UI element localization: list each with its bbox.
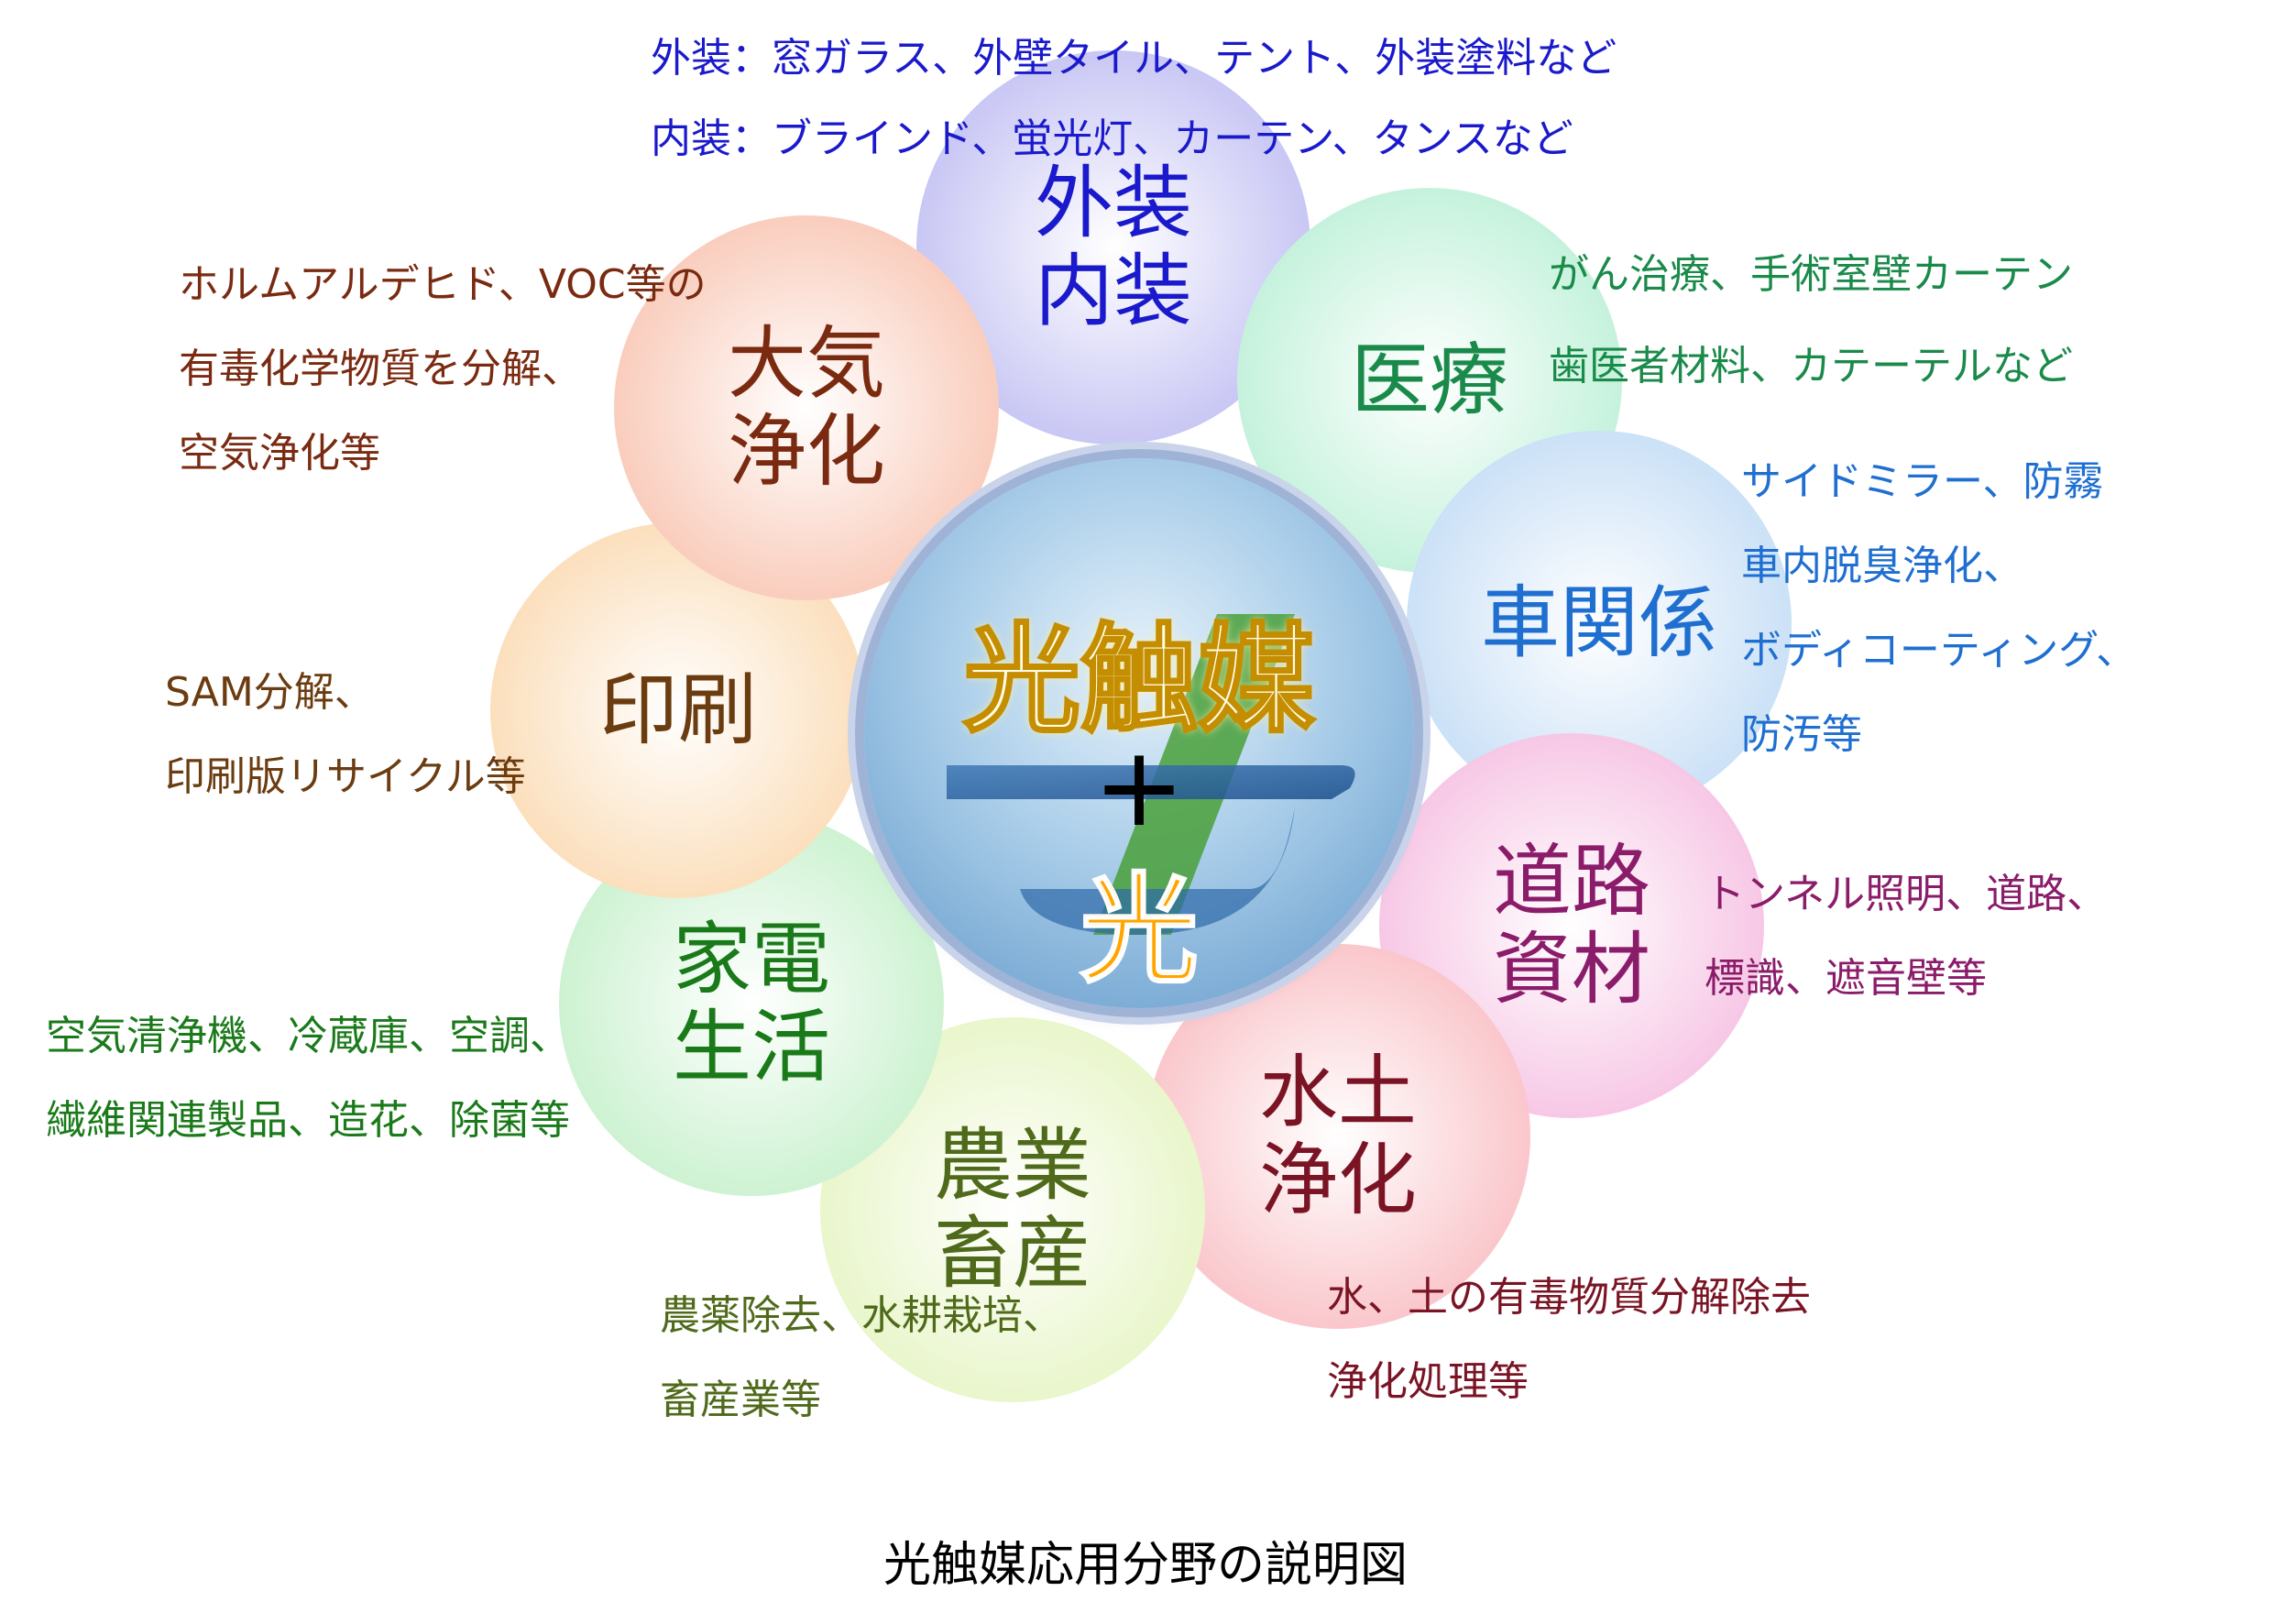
description-line: 防汚等 bbox=[1741, 711, 1862, 758]
description-line: 浄化処理等 bbox=[1327, 1358, 1529, 1405]
petal-label: 外装 内装 bbox=[1035, 157, 1192, 337]
petal-label: 印刷 bbox=[599, 664, 757, 756]
plus-sign: + bbox=[1092, 724, 1186, 851]
description-water-soil: 水、土の有毒物質分解除去浄化処理等 bbox=[1327, 1256, 1811, 1424]
petal-water-soil: 水土 浄化 bbox=[1146, 944, 1530, 1329]
description-line: ボディコーティング、 bbox=[1741, 627, 2137, 674]
description-line: SAM分解、 bbox=[165, 669, 375, 716]
petal-label: 車関係 bbox=[1481, 576, 1717, 669]
logo-mark-icon bbox=[947, 614, 1355, 935]
description-line: 印刷版リサイクル等 bbox=[165, 753, 526, 800]
petal-label: 水土 浄化 bbox=[1259, 1046, 1417, 1226]
photocatalyst-hub: 光触媒 + 光 bbox=[864, 458, 1414, 1008]
description-line: 外装：窓ガラス、外壁タイル、テント、外装塗料など bbox=[651, 35, 1617, 82]
description-line: 農薬除去、水耕栽培、 bbox=[660, 1292, 1063, 1339]
description-line: 歯医者材料、カテーテルなど bbox=[1549, 343, 2073, 390]
description-automotive: サイドミラー、防霧車内脱臭浄化、ボディコーティング、防汚等 bbox=[1741, 440, 2136, 777]
description-appliances: 空気清浄機、冷蔵庫、空調、繊維関連製品、造花、除菌等 bbox=[46, 994, 570, 1163]
petal-label: 大気 浄化 bbox=[728, 317, 885, 498]
description-printing: SAM分解、印刷版リサイクル等 bbox=[165, 651, 526, 819]
description-line: サイドミラー、防霧 bbox=[1741, 458, 2104, 505]
description-line: 空気清浄機、冷蔵庫、空調、 bbox=[46, 1013, 570, 1059]
description-agriculture: 農薬除去、水耕栽培、畜産業等 bbox=[660, 1274, 1063, 1443]
description-road-materials: トンネル照明、道路、標識、遮音壁等 bbox=[1705, 852, 2107, 1021]
hub-light-label: 光 bbox=[1079, 860, 1200, 1001]
description-line: ホルムアルデヒド、VOC等の bbox=[179, 261, 707, 308]
description-exterior-interior: 外装：窓ガラス、外壁タイル、テント、外装塗料など内装：ブラインド、蛍光灯、カーテ… bbox=[651, 18, 1617, 180]
description-line: 標識、遮音壁等 bbox=[1705, 955, 1987, 1002]
description-line: 車内脱臭浄化、 bbox=[1741, 543, 2023, 589]
description-line: 内装：ブラインド、蛍光灯、カーテン、タンスなど bbox=[651, 115, 1573, 162]
petal-air-purification: 大気 浄化 bbox=[614, 215, 999, 600]
description-air-purification: ホルムアルデヒド、VOC等の有毒化学物質を分解、空気浄化等 bbox=[179, 243, 707, 496]
description-line: トンネル照明、道路、 bbox=[1705, 871, 2108, 917]
description-line: 繊維関連製品、造花、除菌等 bbox=[46, 1097, 570, 1144]
petal-label: 農業 畜産 bbox=[934, 1119, 1091, 1300]
description-line: がん治療、手術室壁カーテン bbox=[1549, 251, 2073, 298]
description-line: 畜産業等 bbox=[660, 1377, 821, 1423]
figure-caption: 光触媒応用分野の説明図 bbox=[882, 1538, 1408, 1593]
petal-label: 医療 bbox=[1351, 334, 1508, 426]
description-medical: がん治療、手術室壁カーテン歯医者材料、カテーテルなど bbox=[1549, 229, 2073, 412]
hub-title: 光触媒 bbox=[961, 611, 1316, 751]
description-line: 空気浄化等 bbox=[179, 430, 380, 477]
petal-label: 家電 生活 bbox=[673, 913, 830, 1093]
description-line: 有毒化学物質を分解、 bbox=[179, 346, 582, 392]
petal-label: 道路 資材 bbox=[1493, 835, 1650, 1015]
description-line: 水、土の有毒物質分解除去 bbox=[1327, 1274, 1811, 1321]
